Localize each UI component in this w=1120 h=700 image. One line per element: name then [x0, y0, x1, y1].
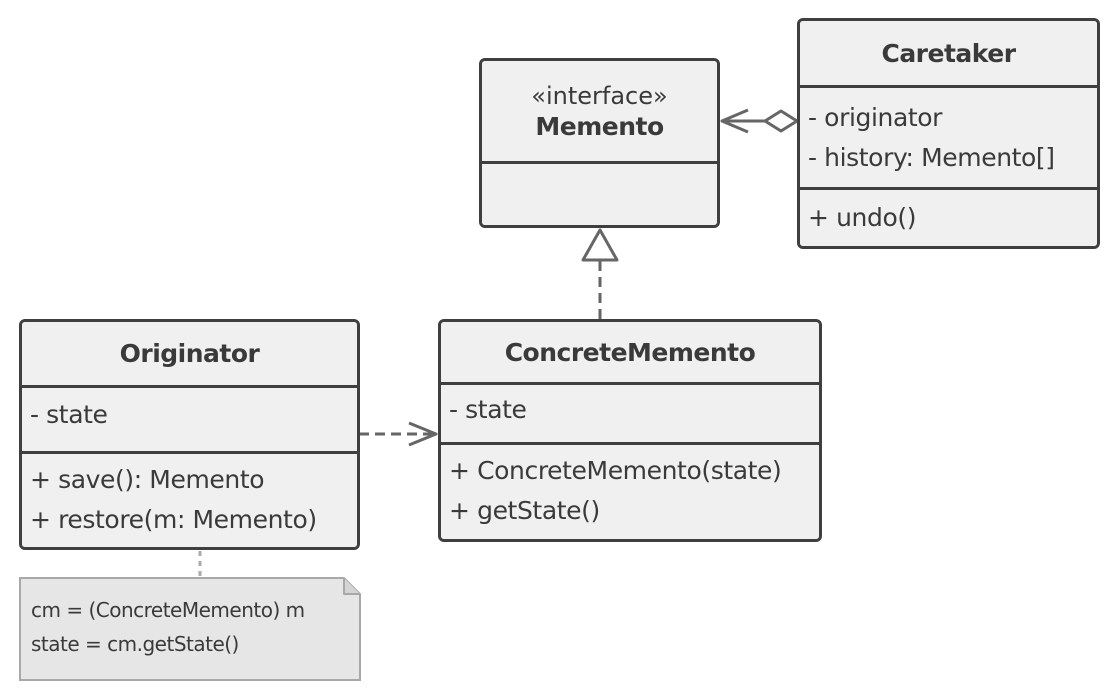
concrete-memento-header: ConcreteMemento: [441, 322, 819, 382]
originator-name: Originator: [119, 339, 260, 368]
memento-body: [482, 161, 717, 225]
originator-header: Originator: [22, 322, 357, 385]
concrete-memento-method: + ConcreteMemento(state): [449, 456, 782, 485]
originator-class: Originator - state + save(): Memento + r…: [19, 319, 360, 550]
dependency-arrowhead: [408, 421, 438, 447]
concrete-memento-method: + getState(): [449, 496, 600, 525]
caretaker-method: + undo(): [808, 203, 917, 232]
caretaker-field: - originator: [808, 103, 943, 132]
originator-method: + save(): Memento: [30, 465, 265, 494]
caretaker-fields: - originator - history: Memento[]: [800, 85, 1097, 187]
originator-fields: - state: [22, 385, 357, 451]
realization-triangle: [581, 228, 619, 262]
caretaker-name: Caretaker: [881, 38, 1016, 68]
memento-stereotype: «interface»: [531, 81, 668, 110]
concrete-memento-class: ConcreteMemento - state + ConcreteMement…: [438, 319, 822, 542]
note-box: [19, 577, 361, 681]
originator-method: + restore(m: Memento): [30, 505, 317, 534]
aggregation-diamond: [763, 109, 799, 133]
memento-class: «interface» Memento: [479, 58, 720, 228]
note-line: cm = (ConcreteMemento) m: [31, 598, 305, 622]
caretaker-class: Caretaker - originator - history: Mement…: [797, 18, 1100, 249]
concrete-memento-name: ConcreteMemento: [504, 337, 756, 367]
caretaker-methods: + undo(): [800, 187, 1097, 246]
caretaker-field: - history: Memento[]: [808, 143, 1055, 172]
concrete-memento-methods: + ConcreteMemento(state) + getState(): [441, 442, 819, 539]
note-fold: [343, 578, 360, 595]
memento-header: «interface» Memento: [482, 61, 717, 161]
note-line: state = cm.getState(): [31, 632, 239, 656]
memento-name: Memento: [535, 112, 664, 142]
originator-methods: + save(): Memento + restore(m: Memento): [22, 451, 357, 547]
concrete-memento-fields: - state: [441, 382, 819, 442]
aggregation-arrowhead: [720, 108, 749, 134]
originator-field: - state: [30, 400, 108, 429]
concrete-memento-field: - state: [449, 395, 527, 424]
caretaker-header: Caretaker: [800, 21, 1097, 85]
